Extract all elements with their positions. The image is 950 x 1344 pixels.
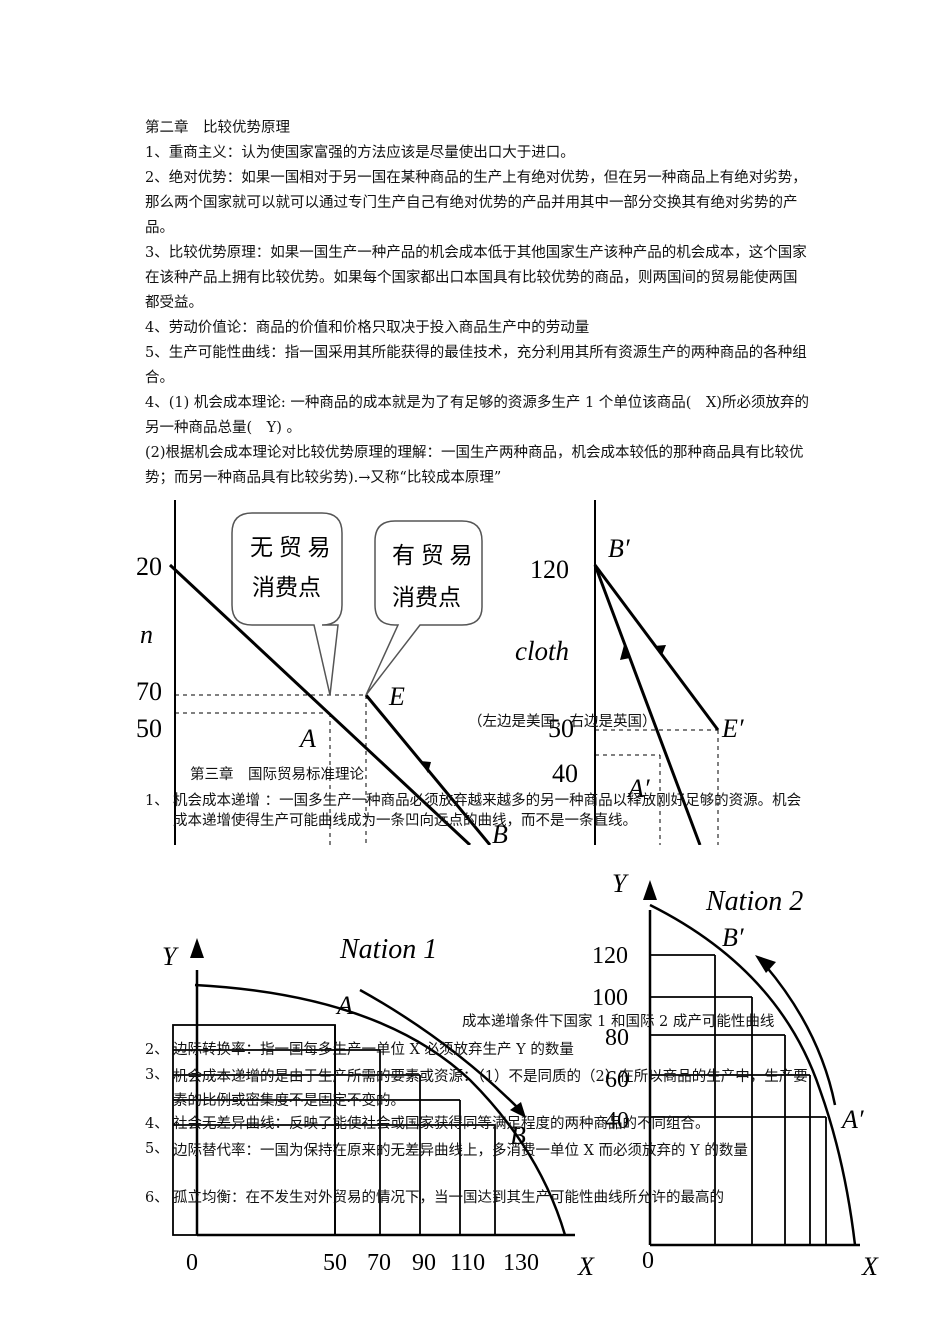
point-E-prime: E′ (721, 714, 744, 743)
chapter3-item6: 孤立均衡：在不发生对外贸易的情况下，当一国达到其生产可能性曲线所允许的最高的 (173, 1190, 724, 1206)
chapter2-p2: 2、绝对优势：如果一国相对于另一国在某种商品的生产上有绝对优势，但在另一种商品上… (145, 170, 807, 236)
nation2-title: Nation 2 (705, 886, 803, 917)
nation2-y-tick-80: 80 (605, 1025, 629, 1051)
chapter3-item3-num: 3、 (145, 1067, 169, 1083)
chapter2-p6: 4、(1) 机会成本理论: 一种商品的成本就是为了有足够的资源多生产 1 个单位… (145, 395, 809, 436)
nation2-y-tick-100: 100 (592, 985, 628, 1011)
nation2-y-tick-40: 40 (605, 1108, 629, 1134)
nation1-x-tick-70: 70 (367, 1250, 391, 1276)
right-tick-120: 120 (530, 555, 569, 584)
left-tick-70: 70 (136, 677, 162, 706)
point-A: A (298, 724, 316, 753)
bubble-no-trade (231, 512, 343, 696)
nation1-point-A: A (335, 991, 353, 1020)
right-tick-50: 50 (548, 714, 574, 743)
bubble-left-line1: 无 贸 易 (250, 535, 331, 560)
nation1-x-tick-90: 90 (412, 1250, 436, 1276)
nation1-x-axis: X (577, 1252, 595, 1281)
bubble-right-line1: 有 贸 易 (392, 543, 473, 568)
left-tick-120: 20 (136, 552, 162, 581)
figure2-diagram: Y Nation 1 A B 0 50 70 90 110 130 X Y Na… (162, 869, 879, 1281)
chapter3-item2: 边际转换率：指一国每多生产一单位 X 必须放弃生产 Y 的数量 (173, 1042, 574, 1058)
cloth-label: cloth (515, 636, 569, 666)
left-axis-partial-label: n (140, 620, 153, 649)
chapter2-p1: 1、重商主义：认为使国家富强的方法应该是尽量使出口大于进口。 (145, 145, 575, 161)
figure2-caption: 成本递增条件下国家 1 和国际 2 成产可能性曲线 (462, 1014, 775, 1030)
chapter3-item6-num: 6、 (145, 1190, 169, 1206)
nation2-x-axis: X (861, 1252, 879, 1281)
nation2-point-B-prime: B′ (722, 923, 744, 952)
chapter3-item2-num: 2、 (145, 1042, 169, 1058)
chapter3-title: 第三章 国际贸易标准理论 (190, 767, 364, 783)
point-B-prime: B′ (608, 534, 630, 563)
left-tick-50: 50 (136, 714, 162, 743)
point-B: B (492, 820, 508, 845)
point-E: E (388, 682, 405, 711)
chapter3-item5: 边际替代率：一国为保持在原来的无差异曲线上，多消费一单位 X 而必须放弃的 Y … (173, 1143, 748, 1159)
chapter2-p4: 4、劳动价值论：商品的价值和价格只取决于投入商品生产中的劳动量 (145, 320, 590, 336)
chapter2-title: 第二章 比较优势原理 (145, 120, 290, 136)
nation2-y-tick-120: 120 (592, 943, 628, 969)
bubble-left-line2: 消费点 (252, 575, 321, 600)
nation2-x-tick-0: 0 (642, 1248, 654, 1274)
chapter2-p5: 5、生产可能性曲线：指一国采用其所能获得的最佳技术，充分利用其所有资源生产的两种… (145, 345, 807, 386)
chapter3-item5-num: 5、 (145, 1141, 169, 1157)
figure1-diagram: 无 贸 易 消费点 有 贸 易 消费点 20 n 70 50 A E B 120… (136, 500, 744, 845)
nation2-y-tick-60: 60 (605, 1067, 629, 1093)
nation1-x-tick-0: 0 (186, 1250, 198, 1276)
chapter2-p3: 3、比较优势原理：如果一国生产一种产品的机会成本低于其他国家生产该种产品的机会成… (145, 245, 807, 311)
nation1-point-B: B (510, 1121, 526, 1150)
chapter3-item4-num: 4、 (145, 1116, 169, 1132)
right-tick-40: 40 (552, 759, 578, 788)
nation2-y-axis: Y (612, 869, 629, 898)
chapter3-item1-num: 1、 (145, 793, 169, 809)
nation1-x-tick-130: 130 (503, 1250, 539, 1276)
point-A-prime: A′ (626, 774, 650, 803)
chapter3-item3: 机会成本递增的是由于生产所需的要素或资源：（1）不是同质的（2）在所以商品的生产… (173, 1069, 808, 1109)
bubble-with-trade (365, 520, 483, 696)
bubble-right-line2: 消费点 (392, 585, 461, 610)
nation1-x-tick-50: 50 (323, 1250, 347, 1276)
chapter3-item4: 社会无差异曲线：反映了能使社会或国家获得同等满足程度的两种商品的不同组合。 (173, 1116, 710, 1132)
chapter3-item1: 机会成本递增 ：一国多生产一种商品必须放弃越来越多的另一种商品以释放刚好足够的资… (173, 793, 802, 829)
nation2-point-A-prime: A′ (840, 1105, 864, 1134)
nation1-x-tick-110: 110 (450, 1250, 485, 1276)
figure1-caption: （左边是美国，右边是英国） (468, 714, 657, 730)
nation1-title: Nation 1 (339, 934, 437, 965)
nation1-y-axis: Y (162, 942, 179, 971)
chapter2-p7: (2)根据机会成本理论对比较优势原理的理解：一国生产两种商品，机会成本较低的那种… (145, 445, 804, 486)
